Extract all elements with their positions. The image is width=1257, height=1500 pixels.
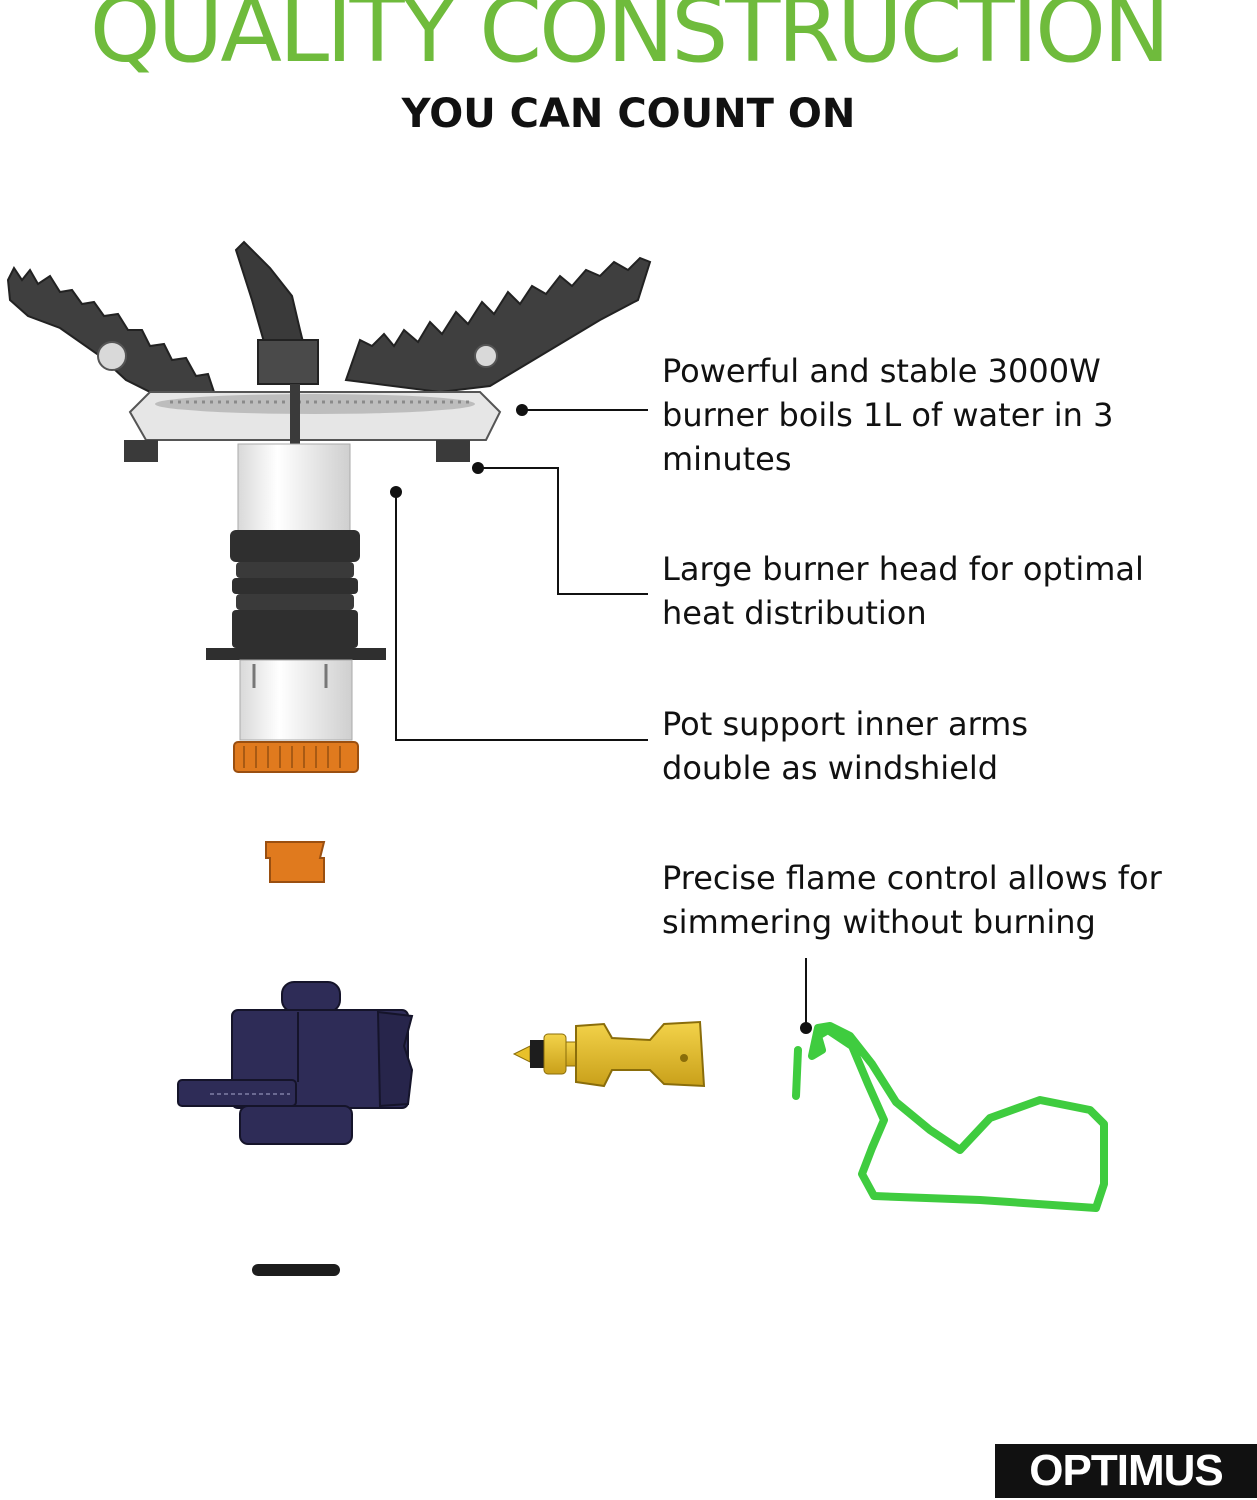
leader-dots bbox=[390, 404, 812, 1034]
leader-line-inner-arms bbox=[395, 492, 648, 741]
callout-burner-power: Powerful and stable 3000W burner boils 1… bbox=[662, 352, 1114, 478]
valve-connector-icon bbox=[177, 981, 414, 1145]
leader-dot-burner bbox=[516, 404, 528, 416]
page-title: QUALITY CONSTRUCTION bbox=[89, 0, 1171, 83]
stove-icon bbox=[6, 240, 652, 773]
brass-jet-icon bbox=[512, 1020, 706, 1088]
left-pot-support-arm bbox=[6, 266, 216, 393]
callout-flame-control: Precise flame control allows for simmeri… bbox=[662, 859, 1162, 941]
leader-lines bbox=[395, 409, 807, 1028]
leader-dot-flame-control bbox=[800, 1022, 812, 1034]
callout-burner-head: Large burner head for optimal heat distr… bbox=[662, 550, 1144, 632]
orange-fitting-icon bbox=[265, 841, 326, 883]
page-subtitle: YOU CAN COUNT ON bbox=[401, 91, 856, 137]
leader-line-burner-head bbox=[478, 467, 648, 595]
right-pot-support-arm bbox=[344, 256, 652, 394]
leader-dot-burner-head bbox=[472, 462, 484, 474]
leader-dot-inner-arms bbox=[390, 486, 402, 498]
optimus-logo: OPTIMUS bbox=[995, 1444, 1257, 1498]
gasket-icon bbox=[252, 1264, 340, 1276]
wire-handle-icon bbox=[792, 1022, 1108, 1212]
callout-inner-arms: Pot support inner arms double as windshi… bbox=[662, 705, 1028, 787]
